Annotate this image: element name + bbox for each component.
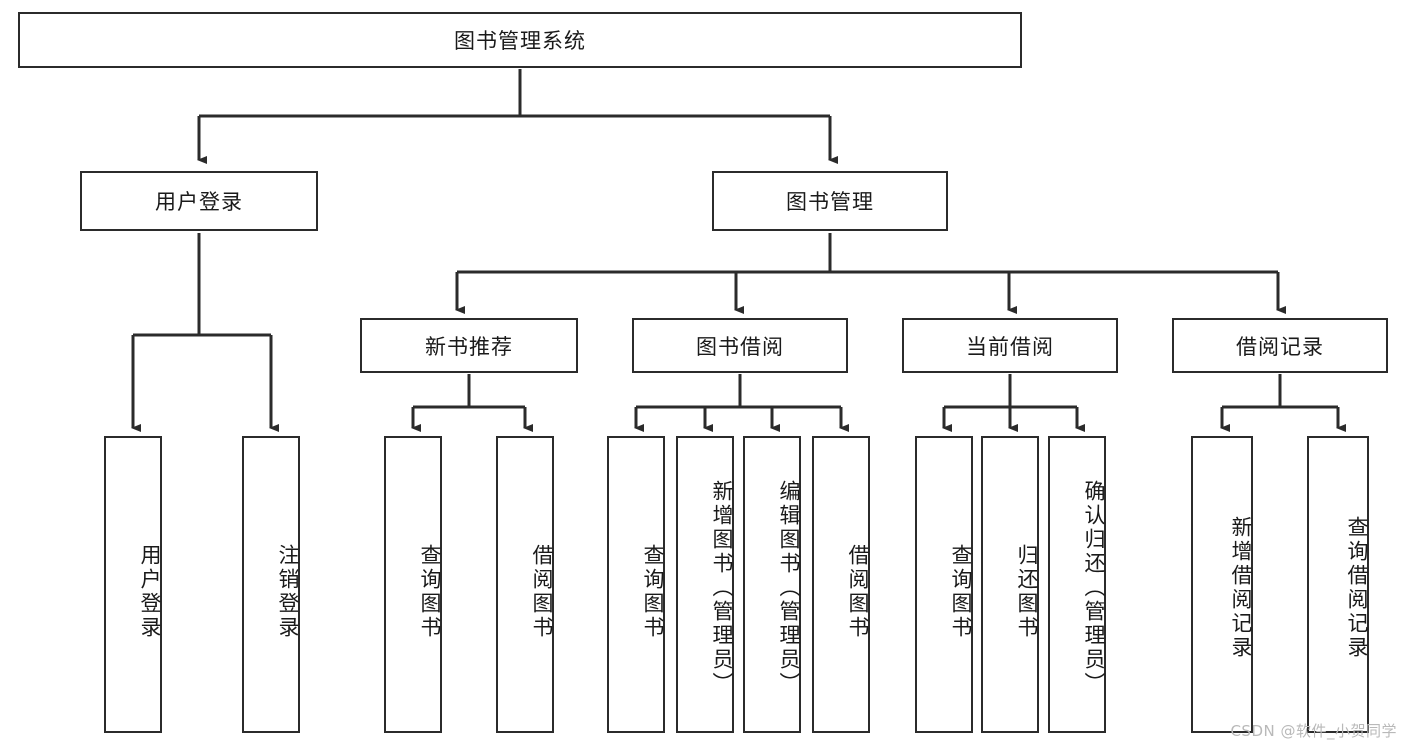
node-root-book-management-system[interactable]: 图书管理系统 bbox=[18, 12, 1022, 68]
leaf-logout-login[interactable]: 注销登录 bbox=[242, 436, 300, 733]
node-label: 新书推荐 bbox=[425, 334, 513, 359]
node-label: 借阅记录 bbox=[1236, 334, 1324, 359]
node-label: 查询借阅记录 bbox=[1345, 515, 1369, 660]
node-book-management[interactable]: 图书管理 bbox=[712, 171, 948, 231]
node-label: 图书管理系统 bbox=[454, 29, 586, 53]
leaf-add-book-admin[interactable]: 新增图书（管理员） bbox=[676, 436, 734, 733]
node-label: 查询图书 bbox=[418, 543, 442, 640]
leaf-edit-book-admin[interactable]: 编辑图书（管理员） bbox=[743, 436, 801, 733]
node-label: 当前借阅 bbox=[966, 334, 1054, 359]
leaf-query-book-current[interactable]: 查询图书 bbox=[915, 436, 973, 733]
node-label: 图书管理 bbox=[786, 190, 874, 214]
node-label: 借阅图书 bbox=[530, 543, 554, 640]
node-label: 新增借阅记录 bbox=[1229, 515, 1253, 660]
node-label: 新增图书（管理员） bbox=[710, 479, 734, 696]
node-label: 归还图书 bbox=[1015, 543, 1039, 640]
leaf-add-borrow-record[interactable]: 新增借阅记录 bbox=[1191, 436, 1253, 733]
node-borrow-record[interactable]: 借阅记录 bbox=[1172, 318, 1388, 373]
node-user-login[interactable]: 用户登录 bbox=[80, 171, 318, 231]
node-book-borrow[interactable]: 图书借阅 bbox=[632, 318, 848, 373]
leaf-borrow-book-new-book[interactable]: 借阅图书 bbox=[496, 436, 554, 733]
leaf-query-borrow-record[interactable]: 查询借阅记录 bbox=[1307, 436, 1369, 733]
leaf-return-book[interactable]: 归还图书 bbox=[981, 436, 1039, 733]
node-label: 确认归还（管理员） bbox=[1082, 479, 1106, 696]
leaf-confirm-return-admin[interactable]: 确认归还（管理员） bbox=[1048, 436, 1106, 733]
watermark: CSDN @软件_小贺同学 bbox=[1230, 722, 1397, 740]
leaf-query-book-new-book[interactable]: 查询图书 bbox=[384, 436, 442, 733]
leaf-user-login[interactable]: 用户登录 bbox=[104, 436, 162, 733]
node-current-borrow[interactable]: 当前借阅 bbox=[902, 318, 1118, 373]
node-label: 用户登录 bbox=[138, 543, 162, 640]
leaf-borrow-book[interactable]: 借阅图书 bbox=[812, 436, 870, 733]
node-label: 用户登录 bbox=[155, 190, 243, 214]
node-label: 图书借阅 bbox=[696, 334, 784, 359]
node-label: 编辑图书（管理员） bbox=[777, 479, 801, 696]
node-label: 借阅图书 bbox=[846, 543, 870, 640]
node-label: 注销登录 bbox=[276, 543, 300, 640]
node-label: 查询图书 bbox=[641, 543, 665, 640]
node-label: 查询图书 bbox=[949, 543, 973, 640]
node-new-book-recommendation[interactable]: 新书推荐 bbox=[360, 318, 578, 373]
leaf-query-book-borrow[interactable]: 查询图书 bbox=[607, 436, 665, 733]
